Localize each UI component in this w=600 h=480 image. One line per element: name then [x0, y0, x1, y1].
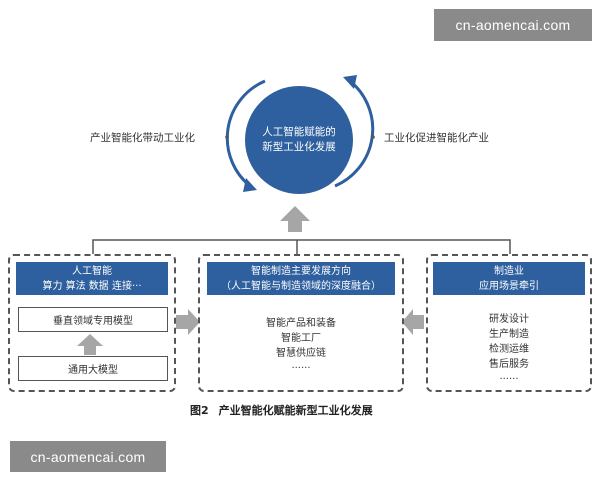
left-header-line1: 人工智能 — [72, 265, 112, 277]
bullet-right — [371, 135, 375, 139]
left-flow-label: 产业智能化带动工业化 — [90, 132, 195, 144]
up-arrow-main — [280, 206, 310, 232]
cycle-arc-left — [225, 79, 266, 188]
left-panel-header: 人工智能 算力 算法 数据 连接··· — [16, 262, 168, 295]
core-circle-line1: 人工智能赋能的 — [262, 126, 336, 138]
list-item: ······ — [291, 363, 311, 374]
core-circle-line2: 新型工业化发展 — [262, 141, 336, 153]
arrow-left-to-center — [176, 309, 200, 335]
list-item: 智能产品和装备 — [266, 318, 336, 329]
list-item: 智慧供应链 — [276, 348, 326, 359]
right-flow-label: 工业化促进智能化产业 — [384, 132, 489, 144]
watermark-bottom: cn-aomencai.com — [10, 441, 166, 472]
right-header-line2: 应用场景牵引 — [479, 280, 539, 292]
vertical-model-box: 垂直领域专用模型 — [18, 307, 168, 332]
right-header-line1: 制造业 — [494, 265, 524, 277]
list-item: 研发设计 — [489, 314, 529, 325]
arrow-right-to-center — [402, 309, 424, 335]
center-item-list: 智能产品和装备 智能工厂 智慧供应链 ······ — [207, 316, 395, 376]
left-panel — [8, 254, 176, 392]
left-header-line2: 算力 算法 数据 连接··· — [42, 280, 142, 292]
watermark-top: cn-aomencai.com — [434, 9, 592, 41]
list-item: ······ — [499, 374, 519, 385]
list-item: 售后服务 — [489, 359, 529, 370]
core-circle: 人工智能赋能的 新型工业化发展 — [245, 86, 353, 194]
up-arrow-inner — [77, 334, 103, 355]
list-item: 检测运维 — [489, 344, 529, 355]
cycle-arrowhead-right — [343, 75, 357, 89]
center-panel-header: 智能制造主要发展方向 （人工智能与制造领域的深度融合） — [207, 262, 395, 295]
figure-title: 产业智能化赋能新型工业化发展 — [218, 404, 373, 417]
center-header-line1: 智能制造主要发展方向 — [251, 265, 351, 277]
right-item-list: 研发设计 生产制造 检测运维 售后服务 ······ — [433, 312, 585, 387]
right-panel — [426, 254, 592, 392]
center-header-line2: （人工智能与制造领域的深度融合） — [221, 280, 381, 292]
connector-bracket — [92, 239, 511, 254]
list-item: 生产制造 — [489, 329, 529, 340]
right-panel-header: 制造业 应用场景牵引 — [433, 262, 585, 295]
cycle-arrowhead-left — [243, 178, 257, 192]
general-model-box: 通用大模型 — [18, 356, 168, 381]
list-item: 智能工厂 — [281, 333, 321, 344]
bullet-left — [225, 135, 229, 139]
center-panel — [198, 254, 404, 392]
figure-caption: 图2 产业智能化赋能新型工业化发展 — [190, 402, 373, 418]
figure-number: 图2 — [190, 404, 209, 417]
